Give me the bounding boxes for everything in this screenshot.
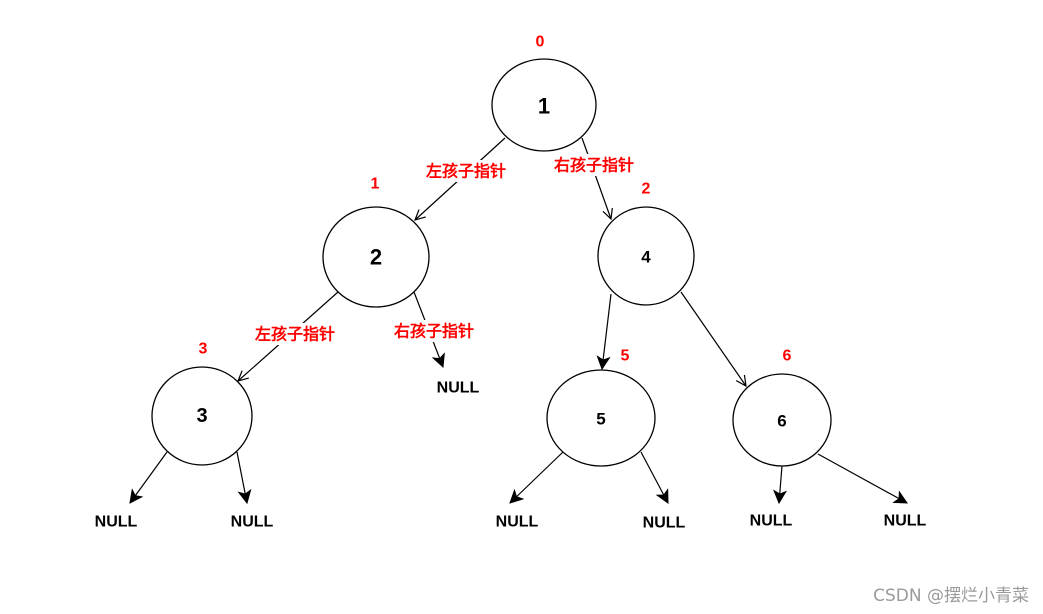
edge-label-bg (420, 160, 512, 182)
edge-6-to-null-right (817, 453, 907, 503)
node-index: 6 (783, 348, 792, 365)
null-leaf: NULL (884, 513, 927, 530)
node-value: 2 (370, 245, 382, 270)
edge-label-right-child: 右孩子指针 (554, 156, 634, 175)
watermark: CSDN @摆烂小青菜 (873, 586, 1029, 606)
edge-1-to-4 (581, 137, 611, 219)
tree-node: 3 3 (151, 341, 253, 466)
node-value: 3 (196, 405, 207, 427)
node-index: 3 (199, 341, 208, 358)
node-value: 5 (596, 410, 605, 429)
tree-node: 5 5 (546, 348, 656, 467)
node-index: 5 (621, 348, 630, 365)
edge-label-left-child: 左孩子指针 (425, 162, 506, 181)
node-index: 0 (536, 34, 545, 51)
null-leaf: NULL (750, 513, 793, 530)
tree-node: 1 0 (491, 34, 597, 152)
null-leaf: NULL (437, 380, 480, 397)
node-index: 1 (371, 176, 380, 193)
node-circle (597, 206, 695, 306)
edge-label-bg (250, 323, 342, 345)
tree-node: 4 2 (597, 181, 695, 306)
node-circle (151, 366, 253, 466)
null-leaf: NULL (496, 514, 539, 531)
node-circle (491, 58, 597, 152)
null-leaf: NULL (95, 514, 138, 531)
edge-3-to-null-left (130, 451, 168, 503)
node-value: 1 (538, 94, 550, 119)
edge-label-left-child: 左孩子指针 (254, 325, 335, 344)
node-circle (322, 206, 430, 308)
null-leaf: NULL (231, 514, 274, 531)
edge-4-to-5 (602, 293, 612, 369)
edge-label-bg (388, 320, 480, 342)
node-value: 4 (641, 248, 651, 267)
edge-5-to-null-right (640, 451, 669, 503)
node-circle (546, 369, 656, 467)
null-leaf: NULL (643, 515, 686, 532)
edge-6-to-null-left (779, 465, 782, 503)
edge-5-to-null-left (510, 451, 564, 503)
node-value: 6 (777, 412, 786, 431)
tree-node: 2 1 (322, 176, 430, 308)
edge-4-to-6 (680, 291, 746, 386)
node-index: 2 (642, 181, 651, 198)
node-circle (732, 373, 832, 467)
edge-label-bg (548, 154, 640, 176)
edge-label-right-child: 右孩子指针 (394, 322, 474, 341)
edge-3-to-null-right (236, 451, 247, 503)
tree-node: 6 6 (732, 348, 832, 467)
